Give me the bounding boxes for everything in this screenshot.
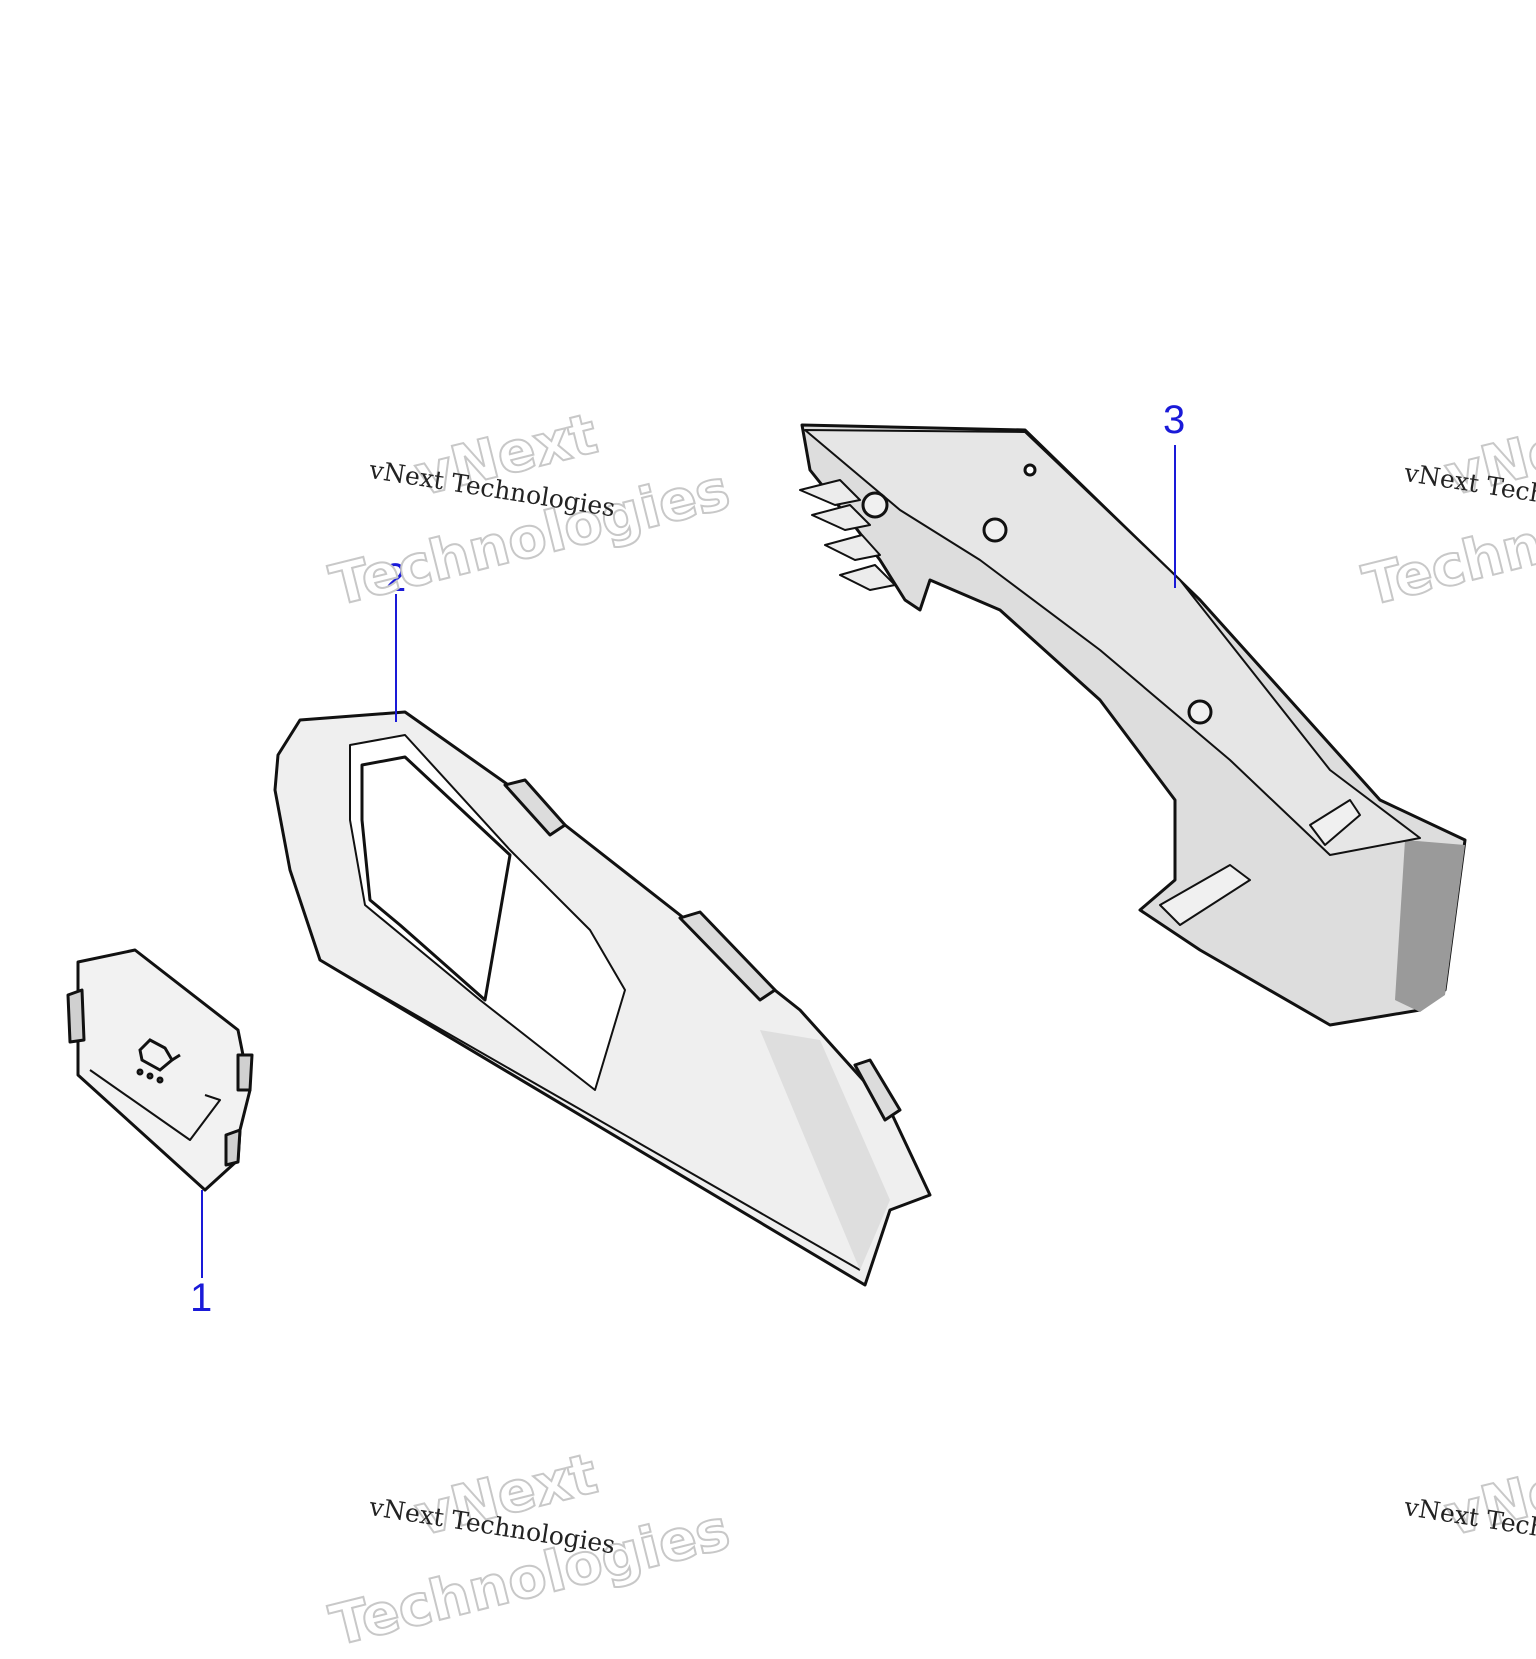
leader-lines: [201, 445, 1176, 1278]
callout-3: 3: [1163, 398, 1186, 442]
part-3-shroud: [799, 423, 1467, 1027]
callout-1: 1: [190, 1276, 213, 1320]
part-2-bezel: [273, 710, 932, 1287]
oil-can-icon: [136, 1038, 181, 1084]
parts-diagram: [66, 423, 1467, 1287]
part-1-cover: [66, 948, 254, 1192]
callout-2: 2: [384, 556, 407, 600]
